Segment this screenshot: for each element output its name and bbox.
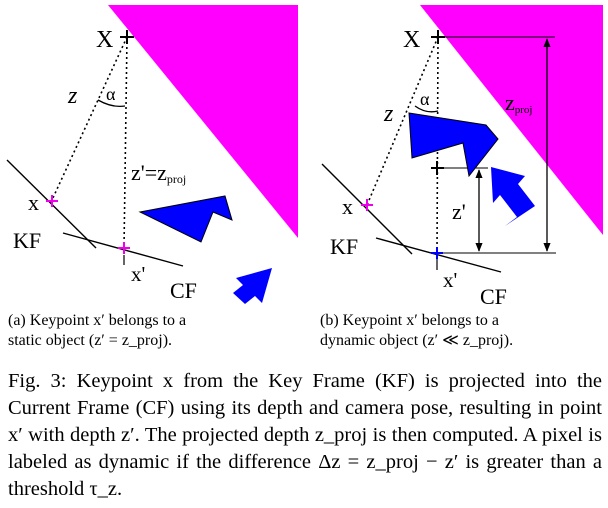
static-scene-triangle-b [420, 5, 603, 235]
label-x-b: x [342, 194, 353, 219]
keypoint-x-marker [46, 195, 58, 207]
static-scene-triangle [108, 5, 298, 238]
label-KF: KF [13, 228, 41, 253]
point-x-marker-b [431, 30, 445, 44]
ray-x-to-keypoint-b [366, 36, 439, 206]
label-x: x [28, 190, 39, 215]
label-zeq-main: z'=z [131, 160, 167, 185]
label-zp: z' [452, 199, 466, 224]
ray-x-to-projected-b [436, 36, 439, 256]
label-CF-b: CF [480, 284, 507, 309]
label-z: z [67, 83, 78, 109]
label-CF: CF [170, 278, 197, 303]
cf-line-b [375, 237, 502, 273]
label-zeq-sub: proj [167, 172, 186, 186]
figure-caption: Fig. 3: Keypoint x from the Key Frame (K… [8, 370, 602, 500]
subcaption-a-line2: static object (z′ = z_proj). [8, 332, 173, 349]
ray-x-to-keypoint [51, 36, 128, 201]
label-z-b: z [383, 101, 394, 127]
subcaption-b: (b) Keypoint x′ belongs to a dynamic obj… [320, 311, 588, 351]
projected-x-marker [118, 242, 130, 254]
figure-diagram: X z α z'=zproj x KF x' CF [6, 5, 603, 309]
keypoint-x-marker-b [361, 199, 373, 211]
alpha-arc-b [414, 105, 439, 113]
label-xp: x' [131, 262, 145, 286]
subcaption-a: (a) Keypoint x′ belongs to a static obje… [8, 311, 278, 351]
panel-b: X z α zproj z' x KF x' CF [321, 5, 603, 309]
label-alpha-b: α [420, 89, 430, 109]
object-depth-marker [431, 161, 444, 175]
label-zproj-sub: proj [515, 104, 533, 116]
dynamic-object [138, 195, 233, 243]
label-zproj-main: z [505, 90, 515, 115]
label-zeq: z'=zproj [131, 160, 186, 186]
label-X-b: X [403, 27, 420, 53]
label-KF-b: KF [330, 234, 358, 259]
projected-x-marker-b [431, 247, 443, 259]
subcaption-b-line2: dynamic object (z′ ≪ z_proj). [320, 332, 514, 349]
subcaption-a-line1: (a) Keypoint x′ belongs to a [8, 312, 187, 329]
label-X: X [96, 27, 113, 53]
label-xp-b: x' [443, 268, 457, 292]
dynamic-object-b [408, 112, 499, 178]
label-zproj: zproj [505, 90, 533, 116]
label-alpha: α [106, 84, 116, 104]
subcaption-b-line1: (b) Keypoint x′ belongs to a [320, 312, 500, 329]
point-x-marker [120, 30, 134, 44]
motion-arrow [233, 268, 272, 304]
panel-a: X z α z'=zproj x KF x' CF [6, 5, 298, 304]
alpha-arc [97, 99, 126, 108]
ray-x-to-projected [123, 36, 128, 249]
motion-arrow-b [491, 167, 535, 226]
